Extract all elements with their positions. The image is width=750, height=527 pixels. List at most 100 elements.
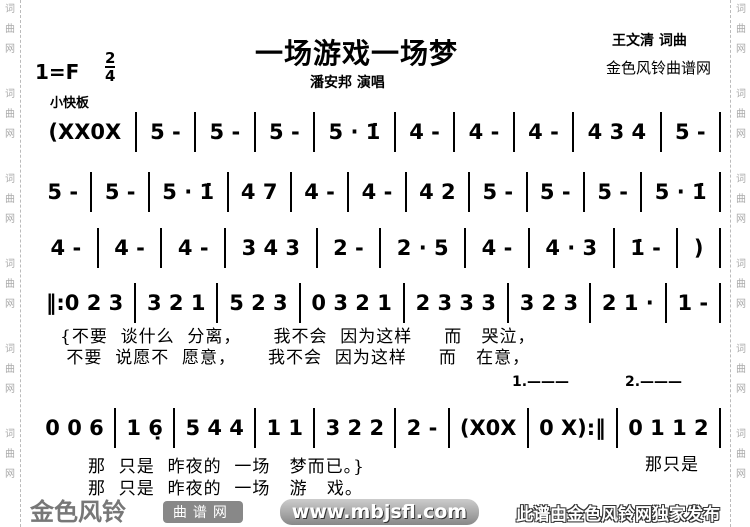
meter-top: 2 — [105, 49, 116, 68]
side-watermark-char: 网 — [736, 129, 746, 140]
side-watermark-char: 词 — [5, 89, 15, 100]
measure: 4 - — [292, 172, 350, 212]
measure: 1̇ - — [615, 228, 679, 268]
watermark-logo: 金色风铃 — [30, 497, 126, 526]
side-watermark-char: 曲 — [736, 364, 746, 375]
side-watermark-char: 网 — [5, 44, 15, 55]
measure: (XX0X — [35, 112, 137, 152]
measure: 4 - — [162, 228, 227, 268]
measure: 4 - — [455, 112, 515, 152]
side-watermark-char: 网 — [5, 384, 15, 395]
measure: 5 - — [470, 172, 528, 212]
side-watermark-char: 曲 — [736, 194, 746, 205]
side-watermark-char: 曲 — [736, 109, 746, 120]
side-watermark-char: 曲 — [5, 24, 15, 35]
lyric-line: {不要 谈什么 分离， 我不会 因为这样 而 哭泣， — [60, 327, 536, 347]
side-watermark-char: 网 — [736, 299, 746, 310]
side-watermark-char: 词 — [736, 4, 746, 15]
side-watermark-char: 曲 — [5, 449, 15, 460]
measure: 1 - — [667, 283, 722, 323]
side-watermark-char: 曲 — [736, 279, 746, 290]
measure: ) — [678, 228, 722, 268]
measure: 5 · 1̇ — [315, 112, 396, 152]
measure: 5 - — [92, 172, 150, 212]
measure: 2 1 · — [591, 283, 667, 323]
side-watermark-group: 词曲网 — [0, 85, 20, 145]
measure: 2 · 5 — [381, 228, 467, 268]
measure: 5 - — [256, 112, 316, 152]
measure: 5 - — [528, 172, 585, 212]
lyric-line: 那 只是 昨夜的 一场 梦而已。} — [88, 457, 365, 477]
measure: 5 - — [35, 172, 93, 212]
singer-credit: 潘安邦 演唱 — [310, 75, 385, 91]
measure: 4 - — [35, 228, 99, 268]
side-watermark-char: 曲 — [5, 279, 15, 290]
measure: 2 3 3 3 — [405, 283, 509, 323]
measure: 4 - — [396, 112, 456, 152]
lyric-line: 不要 说愿不 愿意， 我不会 因为这样 而 在意， — [60, 348, 531, 368]
volta-2: 2.——— — [625, 374, 683, 390]
side-watermark-char: 网 — [736, 469, 746, 480]
side-watermark-char: 网 — [5, 129, 15, 140]
left-watermark-strip: 词曲网词曲网词曲网词曲网词曲网词曲网 — [0, 0, 21, 527]
time-signature: 2 4 — [105, 49, 116, 84]
side-watermark-group: 词曲网 — [0, 425, 20, 485]
right-watermark-strip: 词曲网词曲网词曲网词曲网词曲网词曲网 — [730, 0, 750, 527]
watermark-logo-sub: 曲谱网 — [162, 501, 243, 523]
measure: 0 X):‖ — [529, 408, 618, 448]
measure: 4 - — [99, 228, 163, 268]
measure: 3 2 3 — [509, 283, 592, 323]
site-credit: 金色风铃曲谱网 — [606, 59, 712, 77]
side-watermark-char: 词 — [5, 344, 15, 355]
measure: 5 - — [137, 112, 197, 152]
side-watermark-group: 词曲网 — [731, 340, 750, 400]
side-watermark-char: 网 — [5, 299, 15, 310]
measure: 5 - — [662, 112, 722, 152]
side-watermark-char: 词 — [5, 174, 15, 185]
measure: 5 - — [196, 112, 256, 152]
measure: 4 2 — [407, 172, 471, 212]
measure: 0 3 2 1 — [301, 283, 405, 323]
measure: 3 2 2 — [315, 408, 397, 448]
side-watermark-group: 词曲网 — [0, 340, 20, 400]
side-watermark-group: 词曲网 — [0, 170, 20, 230]
measure: 5 · 1̇ — [150, 172, 229, 212]
side-watermark-group: 词曲网 — [0, 255, 20, 315]
watermark-url: www.mbjsfl.com — [279, 499, 480, 525]
measure: 4 - — [515, 112, 575, 152]
side-watermark-char: 词 — [5, 259, 15, 270]
side-watermark-char: 网 — [5, 214, 15, 225]
measure: 4 7 — [229, 172, 292, 212]
side-watermark-char: 词 — [736, 174, 746, 185]
lyric-line: 那 只是 昨夜的 一场 游 戏。 — [88, 479, 363, 499]
side-watermark-group: 词曲网 — [731, 255, 750, 315]
measure: ‖:0 2 3 — [35, 283, 137, 323]
measure: 5 2 3 — [218, 283, 301, 323]
side-watermark-char: 词 — [736, 429, 746, 440]
side-watermark-group: 词曲网 — [731, 425, 750, 485]
side-watermark-char: 曲 — [736, 449, 746, 460]
side-watermark-char: 曲 — [5, 109, 15, 120]
side-watermark-group: 词曲网 — [731, 0, 750, 60]
measure: 0 0 6 — [35, 408, 117, 448]
side-watermark-char: 曲 — [736, 24, 746, 35]
measure: 4 3 4 — [574, 112, 662, 152]
side-watermark-char: 词 — [5, 4, 15, 15]
song-title: 一场游戏一场梦 — [255, 37, 459, 70]
measure: 5 4 4 — [175, 408, 257, 448]
side-watermark-char: 词 — [5, 429, 15, 440]
measure: 5 · 1̇ — [642, 172, 721, 212]
side-watermark-char: 词 — [736, 344, 746, 355]
measure: 2 - — [396, 408, 450, 448]
measure: 2 - — [318, 228, 382, 268]
measure: 3 2 1 — [136, 283, 219, 323]
side-watermark-group: 词曲网 — [731, 170, 750, 230]
lyric-ending: 那只是 — [645, 455, 699, 475]
side-watermark-char: 网 — [736, 384, 746, 395]
measure: 1 6̣ — [116, 408, 176, 448]
